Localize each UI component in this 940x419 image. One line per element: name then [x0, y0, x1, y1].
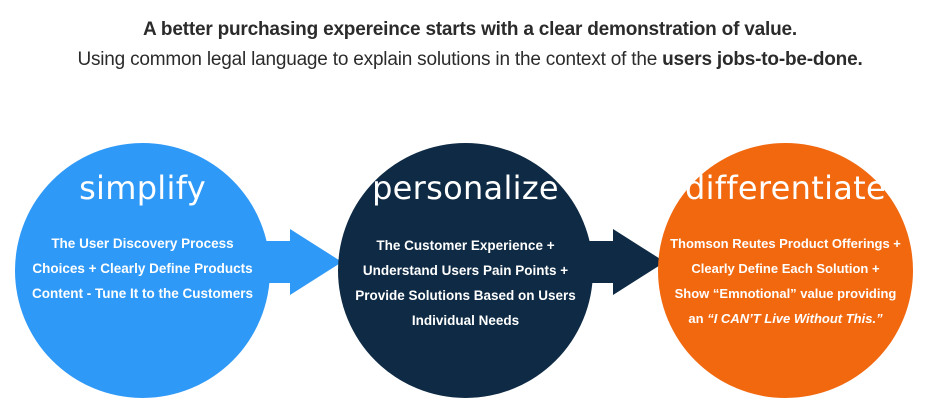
circle-line: The User Discovery Process	[51, 236, 234, 251]
arrow-right-icon	[585, 229, 665, 295]
circle-line: Individual Needs	[411, 313, 520, 328]
circle-line: an “I CAN’T Live Without This.”	[658, 306, 913, 331]
subheadline-text: Using common legal language to explain s…	[77, 49, 663, 70]
circle-line: Thomson Reutes Product Offerings +	[670, 236, 901, 251]
headline: A better purchasing expereince starts wi…	[143, 19, 797, 40]
circle-line: Provide Solutions Based on Users	[355, 288, 576, 303]
subheadline-emphasis: users jobs-to-be-done.	[662, 49, 863, 70]
subheadline: Using common legal language to explain s…	[0, 46, 940, 74]
circle-line: Choices + Clearly Define Products	[32, 261, 253, 276]
circle-title: differentiate	[684, 169, 887, 207]
circle-personalize: personalize The Customer Experience + Un…	[338, 143, 593, 398]
circle-line: Clearly Define Each Solution +	[691, 261, 880, 276]
circle-title: personalize	[372, 169, 559, 207]
circle-line: Show “Emnotional” value providing	[674, 286, 897, 301]
arrow-right-icon	[262, 229, 342, 295]
circle-line-prefix: an	[688, 311, 708, 326]
arrow-shape	[262, 229, 342, 295]
circle-body: Thomson Reutes Product Offerings + Clear…	[658, 231, 913, 331]
circle-line: Content - Tune It to the Customers	[32, 286, 253, 301]
circle-line-emphasis: “I CAN’T Live Without This.”	[707, 311, 883, 326]
circle-differentiate: differentiate Thomson Reutes Product Off…	[658, 143, 913, 398]
circle-body: The User Discovery Process Choices + Cle…	[15, 231, 270, 306]
arrow-shape	[585, 229, 665, 295]
circle-simplify: simplify The User Discovery Process Choi…	[15, 143, 270, 398]
header: A better purchasing expereince starts wi…	[0, 14, 940, 74]
circle-line: The Customer Experience +	[376, 238, 555, 253]
circle-body: The Customer Experience + Understand Use…	[338, 233, 593, 333]
circle-line: Understand Users Pain Points +	[362, 263, 569, 278]
circle-title: simplify	[79, 169, 206, 207]
